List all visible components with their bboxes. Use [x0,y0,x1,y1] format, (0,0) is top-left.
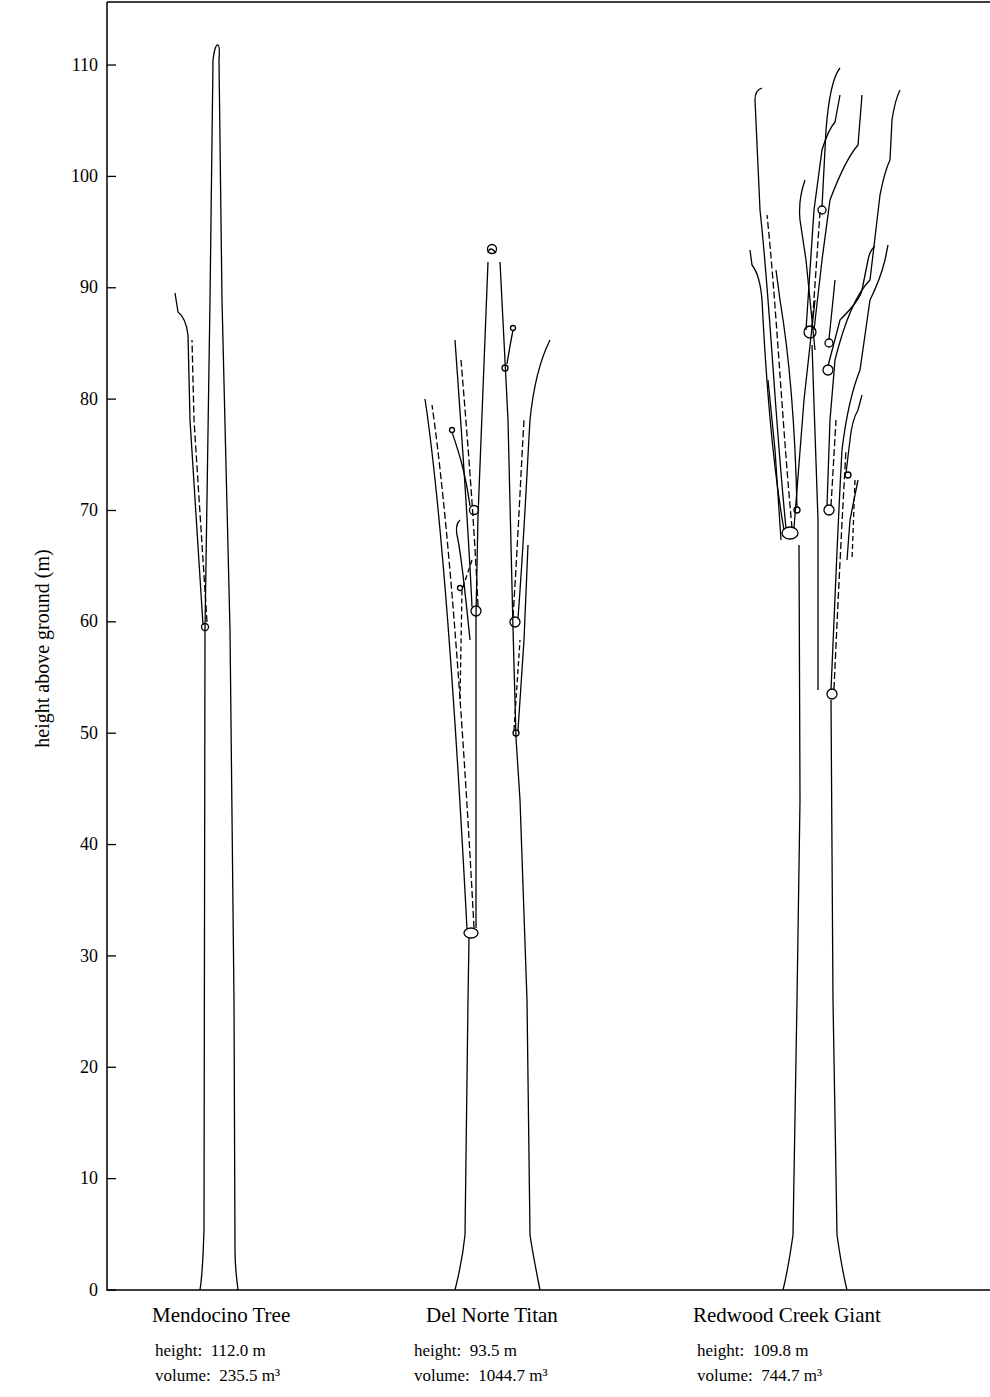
tree-height: height: 93.5 m [414,1341,517,1361]
axis-tick-label: 0 [89,1280,98,1301]
axis-tick-label: 30 [80,946,98,967]
axis-tick-label: 50 [80,723,98,744]
tree-volume: volume: 744.7 m³ [697,1366,822,1386]
axis-tick-label: 90 [80,277,98,298]
axis-tick-label: 60 [80,611,98,632]
axis-tick-label: 20 [80,1057,98,1078]
tree-volume: volume: 235.5 m³ [155,1366,280,1386]
tree-volume: volume: 1044.7 m³ [414,1366,548,1386]
tree-name: Mendocino Tree [152,1303,290,1327]
tree-name: Del Norte Titan [426,1303,558,1327]
axis-title: height above ground (m) [31,549,54,747]
tree-name: Redwood Creek Giant [693,1303,881,1327]
axis-tick-label: 40 [80,834,98,855]
tree-height: height: 109.8 m [697,1341,808,1361]
axis-tick-label: 70 [80,500,98,521]
axis-tick-label: 10 [80,1168,98,1189]
tree-height: height: 112.0 m [155,1341,266,1361]
axis-tick-label: 100 [71,166,98,187]
axis-tick-label: 80 [80,389,98,410]
axis-tick-label: 110 [72,55,98,76]
